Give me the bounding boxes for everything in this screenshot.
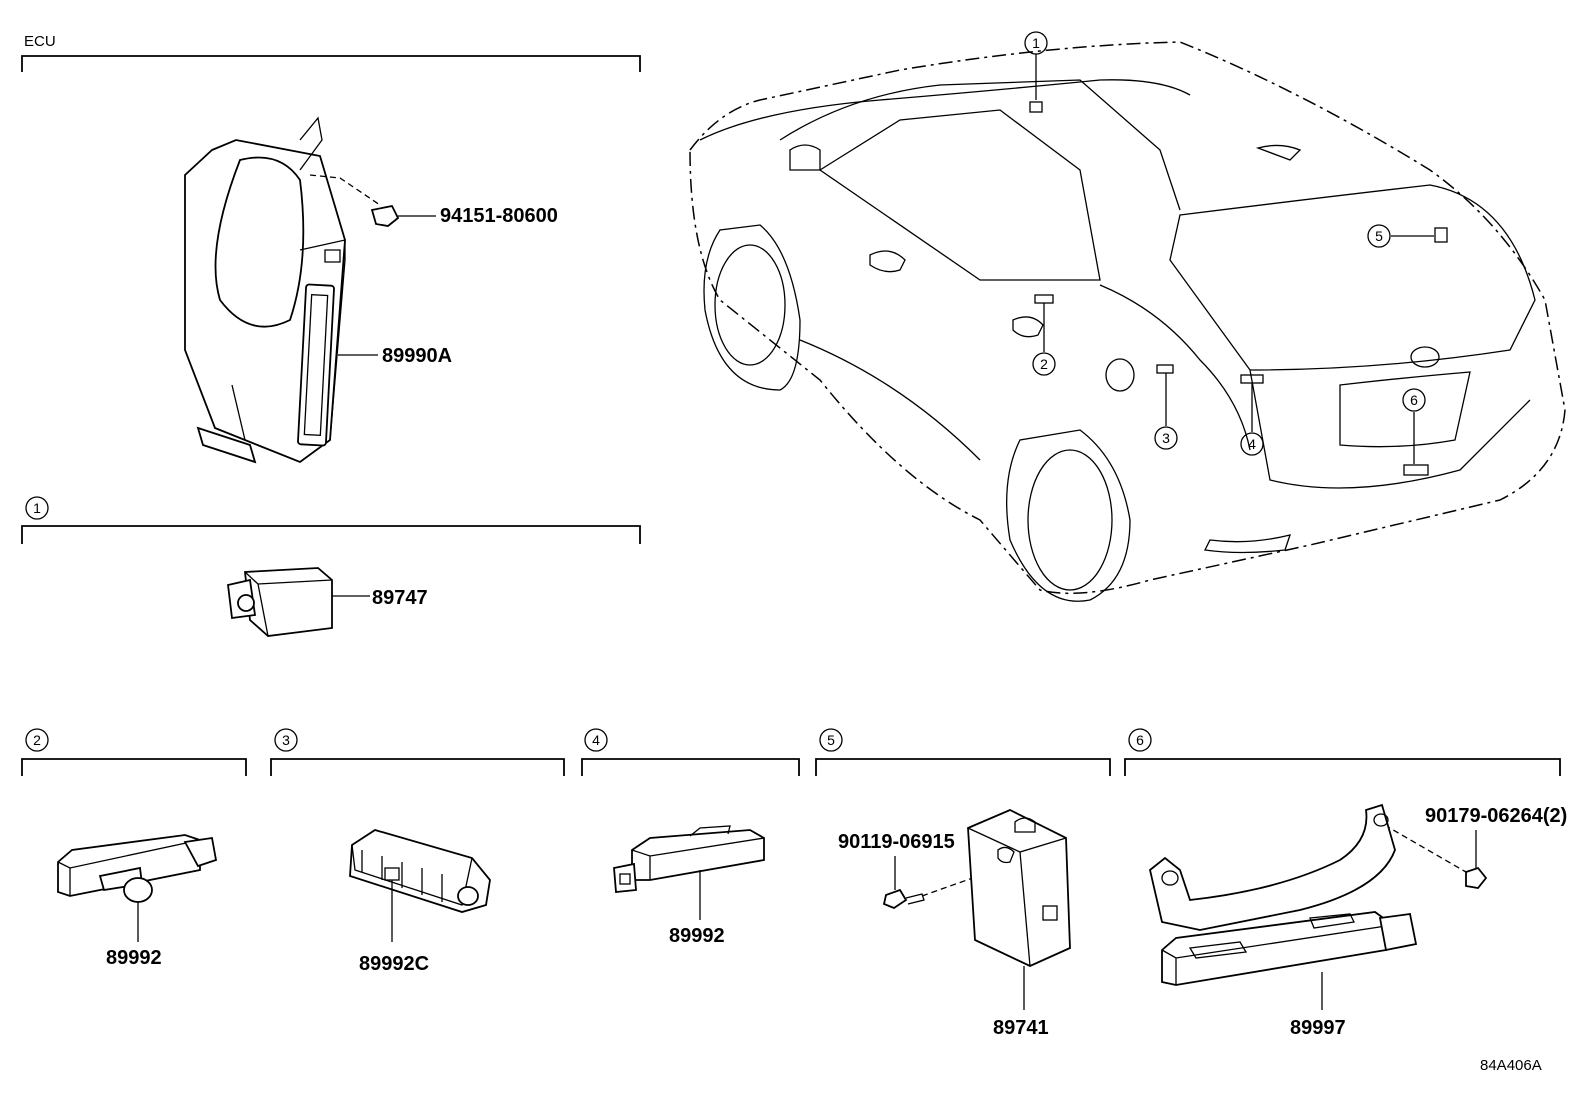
ecu-group-title: ECU xyxy=(24,33,56,50)
part-number-89747: 89747 xyxy=(372,587,428,609)
part-number-89992c: 89992C xyxy=(359,953,429,975)
car-callout-6: 6 xyxy=(1402,388,1426,412)
sensor-89992-b-drawing xyxy=(613,825,765,893)
group5-bracket xyxy=(815,758,1111,776)
svg-text:4: 4 xyxy=(1248,436,1256,452)
group4-bracket xyxy=(581,758,800,776)
unit-89997-drawing xyxy=(1148,803,1418,986)
ecu-unit-drawing xyxy=(184,116,381,464)
unit-89741-drawing xyxy=(967,809,1071,967)
part-number-89992-group2: 89992 xyxy=(106,947,162,969)
ecu-group-bracket xyxy=(21,55,641,72)
car-callout-4: 4 xyxy=(1240,432,1264,456)
group1-bracket xyxy=(21,525,641,544)
group2-callout: 2 xyxy=(25,728,49,752)
car-callout-3: 3 xyxy=(1154,426,1178,450)
group6-bracket xyxy=(1124,758,1561,776)
svg-text:2: 2 xyxy=(1040,356,1048,372)
group3-bracket xyxy=(270,758,565,776)
group4-callout: 4 xyxy=(584,728,608,752)
sensor-89992-a-drawing xyxy=(57,834,218,903)
part-number-94151-80600: 94151-80600 xyxy=(440,205,558,227)
group5-callout: 5 xyxy=(819,728,843,752)
part-number-90119-06915: 90119-06915 xyxy=(838,831,955,853)
part-number-89741: 89741 xyxy=(993,1017,1049,1039)
group6-callout: 6 xyxy=(1128,728,1152,752)
svg-text:5: 5 xyxy=(1375,228,1383,244)
svg-text:3: 3 xyxy=(282,732,290,748)
nut-90179-drawing xyxy=(1375,819,1488,889)
svg-text:5: 5 xyxy=(827,732,835,748)
svg-text:6: 6 xyxy=(1136,732,1144,748)
group3-callout: 3 xyxy=(274,728,298,752)
diagram-code: 84A406A xyxy=(1480,1057,1542,1074)
svg-text:4: 4 xyxy=(592,732,600,748)
svg-text:3: 3 xyxy=(1162,430,1170,446)
car-callout-1: 1 xyxy=(1024,31,1048,55)
group2-bracket xyxy=(21,758,247,776)
part-89747-drawing xyxy=(227,567,333,637)
svg-text:6: 6 xyxy=(1410,392,1418,408)
vehicle-drawing xyxy=(689,41,1566,602)
car-callout-2: 2 xyxy=(1032,352,1056,376)
part-number-89992-group4: 89992 xyxy=(669,925,725,947)
group1-callout: 1 xyxy=(25,496,49,520)
part-number-89997: 89997 xyxy=(1290,1017,1346,1039)
clip-94151-drawing xyxy=(370,204,436,227)
part-number-89990a: 89990A xyxy=(382,345,452,367)
car-callout-5: 5 xyxy=(1367,224,1391,248)
svg-text:1: 1 xyxy=(1032,35,1040,51)
sensor-89992c-drawing xyxy=(349,829,491,913)
part-number-90179-06264: 90179-06264(2) xyxy=(1425,805,1567,827)
svg-text:2: 2 xyxy=(33,732,41,748)
svg-text:1: 1 xyxy=(33,500,41,516)
